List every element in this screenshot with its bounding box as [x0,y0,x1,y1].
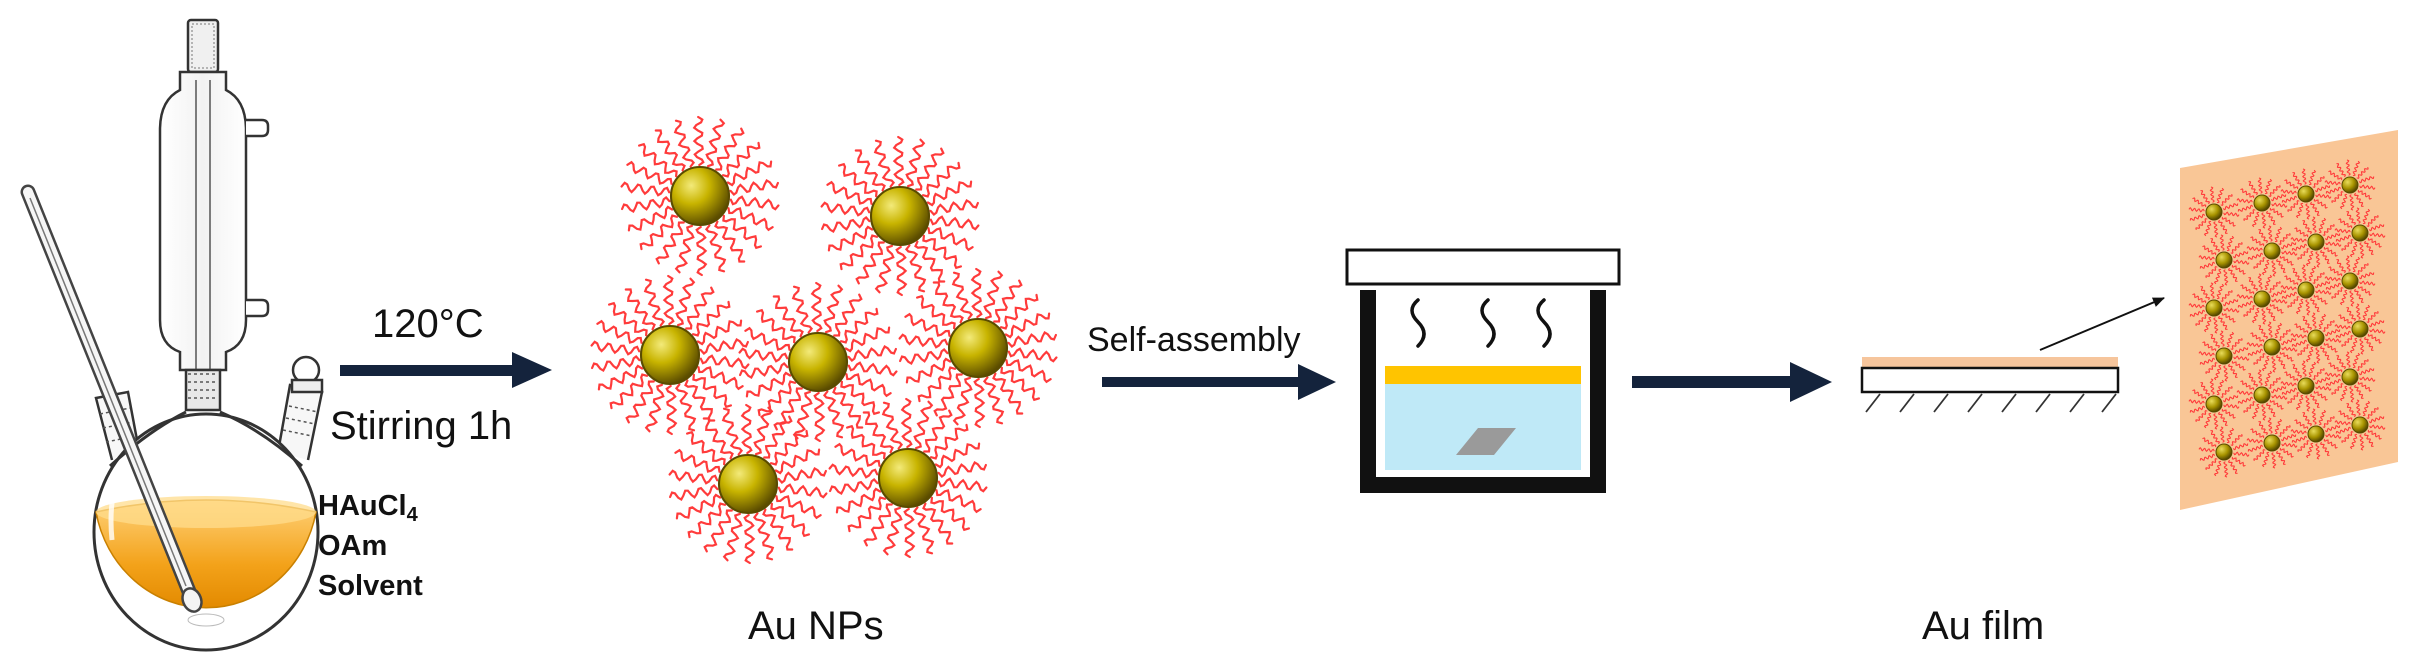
vapor-lines [1410,298,1552,348]
nanoparticle-icon [828,397,988,559]
au-nanoparticle-cluster [590,115,1058,565]
reagent-2: OAm [318,530,388,562]
film-nanoparticle [2290,312,2342,364]
film-nanoparticle [2188,378,2240,430]
film-nanoparticle [2324,255,2376,307]
film-nanoparticle [2188,282,2240,334]
round-bottom-flask-icon [92,410,320,652]
film-nanoparticle [2246,225,2298,277]
film-nanoparticle [2334,303,2386,355]
film-nanoparticle [2324,351,2376,403]
arrow-step-1 [340,352,552,388]
substrate-sample [1456,428,1516,455]
film-nanoparticle [2236,177,2288,229]
film-nanoparticle [2198,234,2250,286]
step1-condition: Stirring 1h [330,404,513,448]
substrate-hatching [1865,393,2117,413]
step2-label: Self-assembly [1087,321,1301,359]
film-nanoparticle [2280,264,2332,316]
reagent-3: Solvent [318,570,423,602]
nanoparticle-icon [738,281,898,443]
reagent-1: HAuCl4 [318,490,418,526]
arrow-step-2 [1102,364,1336,400]
film-nanoparticle [2290,216,2342,268]
nanoparticle-icon [820,135,980,297]
film-sheet-icon [2180,130,2398,510]
nanoparticle-icon [590,274,750,436]
nanoparticle-icon [898,267,1058,429]
nanoparticle-icon [620,115,780,277]
zoom-pointer [2039,297,2165,351]
film-nanoparticle [2280,360,2332,412]
film-nanoparticle [2188,186,2240,238]
evaporation-trough-icon [1345,248,1621,493]
film-nanoparticle [2198,426,2250,478]
film-nanoparticle [2236,273,2288,325]
film-nanoparticle [2334,399,2386,451]
arrow-step-3 [1632,362,1832,402]
reflux-apparatus [20,18,324,652]
caption-nanoparticles: Au NPs [748,604,884,648]
thermometer-icon [20,184,203,613]
substrate-icon [1860,297,2165,413]
film-particle-grid [2188,159,2386,478]
step1-temperature: 120°C [372,302,484,346]
film-nanoparticle [2290,408,2342,460]
film-nanoparticle [2246,321,2298,373]
film-nanoparticle [2280,168,2332,220]
flask-side-neck [276,355,324,461]
film-nanoparticle [2324,159,2376,211]
reflux-condenser-icon [158,18,270,412]
film-nanoparticle [2198,330,2250,382]
nanoparticle-icon [668,403,828,565]
film-nanoparticle [2334,207,2386,259]
film-nanoparticle [2246,417,2298,469]
film-nanoparticle [2236,369,2288,421]
caption-film: Au film [1922,604,2045,648]
